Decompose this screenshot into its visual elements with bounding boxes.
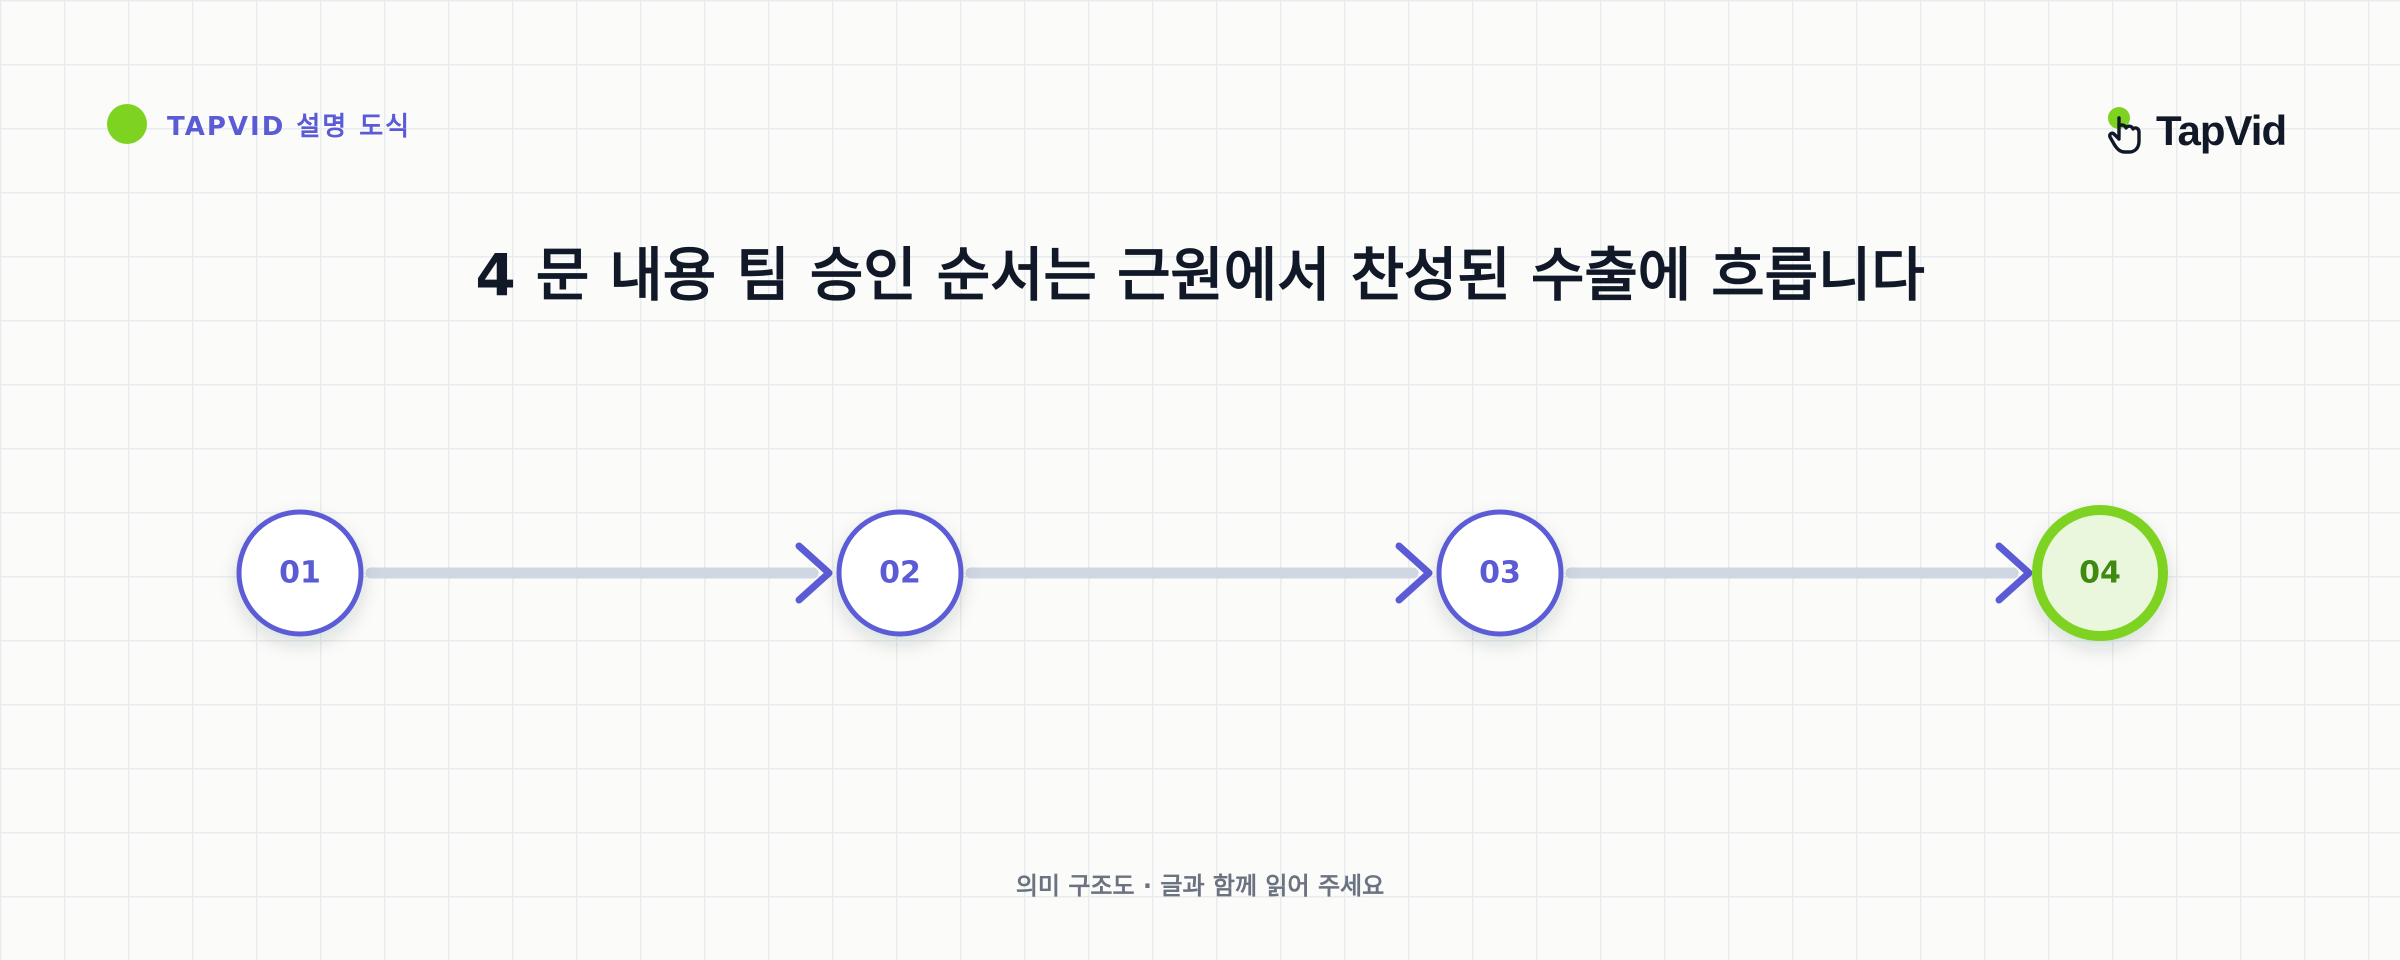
step-circle [836,509,964,637]
step-number-label: 03 [1479,556,1521,591]
arrow-head-icon [795,542,833,604]
pointer-hand-icon [2108,107,2141,154]
step-circle [2032,505,2168,641]
diagram-caption: 의미 구조도 · 글과 함께 읽어 주세요 [1015,872,1385,900]
arrow-head-icon [1395,542,1433,604]
page-title: 4 문 내용 팀 승인 순서는 근원에서 찬성된 수출에 흐릅니다 [475,241,1925,309]
step-node: 01 [236,509,364,637]
connector-arrow [965,542,1433,604]
step-number-label: 04 [2079,556,2121,591]
step-number-label: 02 [879,556,921,591]
brand-dot-icon [107,104,147,144]
connector-arrow [1565,542,2033,604]
tapvid-logo: TapVid [2106,101,2302,161]
connector-arrow [365,542,833,604]
step-node: 03 [1436,509,1564,637]
step-node: 02 [836,509,964,637]
header-brand: TAPVID 설명 도식 [107,104,411,144]
arrow-head-icon [1995,542,2033,604]
step-number-label: 01 [279,556,321,591]
step-circle [1436,509,1564,637]
step-node: 04 [2032,505,2168,641]
logo-wordmark: TapVid [2156,107,2287,154]
brand-label: TAPVID 설명 도식 [167,111,412,142]
step-circle [236,509,364,637]
